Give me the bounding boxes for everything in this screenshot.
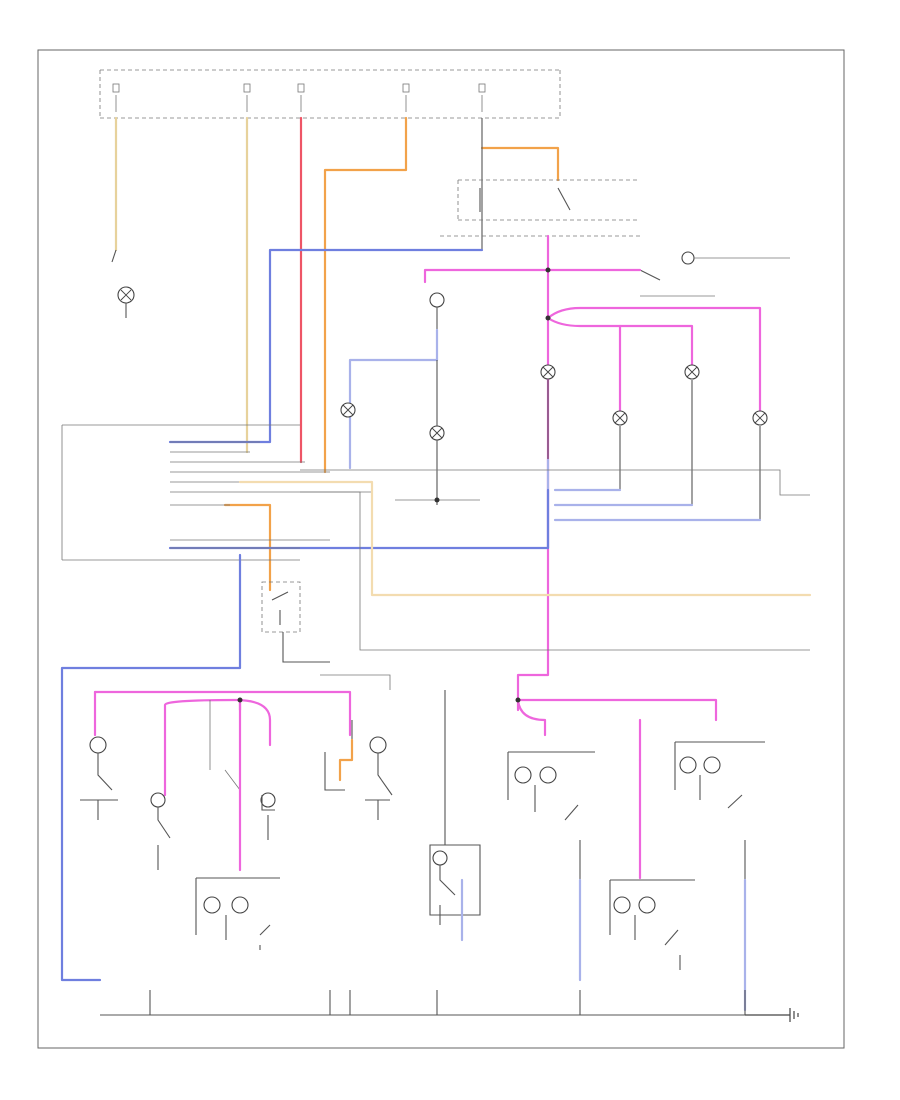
fuse-3 <box>297 83 305 112</box>
lamp-lower-1 <box>89 736 107 754</box>
fuse-4 <box>402 83 410 112</box>
wire-pink-bus <box>546 306 762 412</box>
fuse-block <box>99 69 561 119</box>
lamp-mid-3 <box>429 425 445 441</box>
switch-module <box>457 179 640 221</box>
relay <box>261 581 330 663</box>
wire-orange-lower <box>223 503 272 592</box>
fuse-2 <box>243 83 251 112</box>
fuse-5 <box>478 83 486 112</box>
wire-orange-upper <box>323 116 408 474</box>
lamp-lower-2 <box>150 792 166 808</box>
lamp-top-left <box>117 286 135 304</box>
lamp-right-2 <box>612 410 628 426</box>
wire-blue-left <box>60 553 242 982</box>
lamp-box-mid <box>429 844 481 925</box>
diagram-frame <box>37 49 845 1049</box>
wire-pale <box>238 480 812 597</box>
wire-pink-lower <box>93 690 352 737</box>
lamp-right-4 <box>752 410 768 426</box>
lamp-lower-3 <box>260 792 276 808</box>
lamp-box-right-3 <box>609 879 695 970</box>
lamp-box-right-2 <box>674 741 765 880</box>
lamp-box-left <box>195 877 280 950</box>
lamp-mid-1 <box>429 292 445 308</box>
lamp-mid-2 <box>340 402 356 418</box>
switch-door <box>324 720 353 791</box>
lamp-right-1 <box>540 364 556 380</box>
wire-ltblue-return <box>546 458 762 550</box>
lamp-lower-4 <box>369 736 387 754</box>
lamp-box-right-1 <box>507 751 595 880</box>
control-module <box>61 424 300 561</box>
ground-symbol <box>745 1008 799 1022</box>
fuse-1 <box>112 83 120 112</box>
wire-pink-main <box>516 234 550 712</box>
connector-right <box>639 251 790 297</box>
wire-pink-cross <box>423 268 642 284</box>
wire-orange-right <box>480 146 560 182</box>
lamp-right-3 <box>684 364 700 380</box>
